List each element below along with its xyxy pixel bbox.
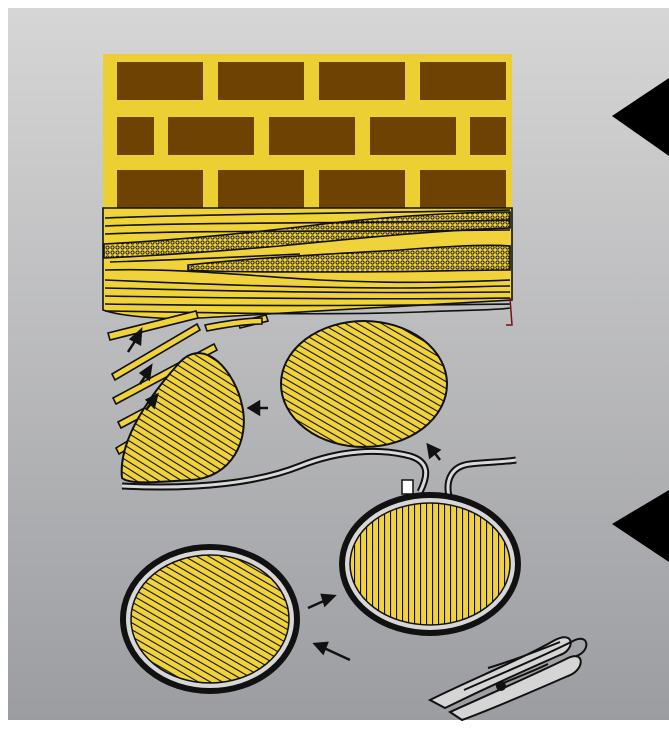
secretory-vesicle [342,495,518,633]
brick-wall [103,54,512,220]
cytoplasmic-vacuole [123,547,297,691]
membrane-pore [402,480,413,494]
fibril-aggregate [281,321,447,447]
